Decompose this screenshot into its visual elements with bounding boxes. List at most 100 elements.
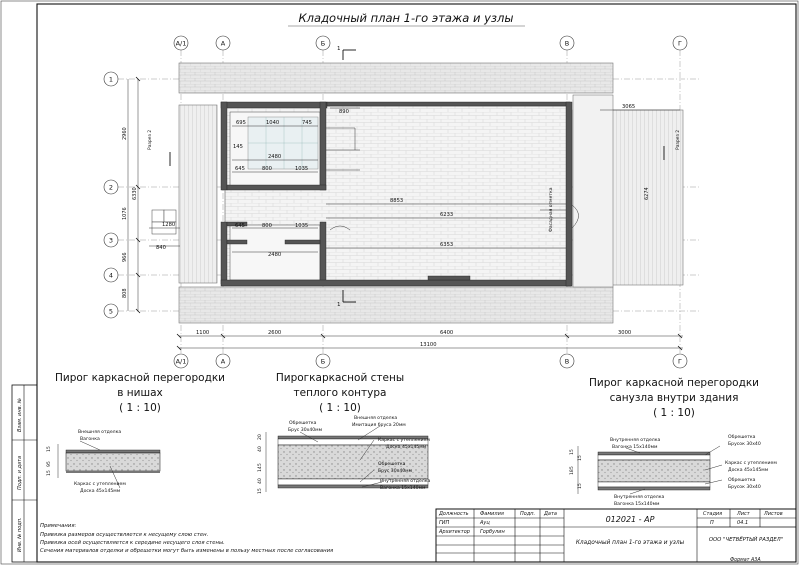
dim-1100: 1100 bbox=[196, 330, 209, 336]
node3-title-l2: санузла внутри здания bbox=[610, 392, 739, 404]
node3-callout-4-l2: Вагонка 15х140мм bbox=[614, 501, 660, 507]
notes-line-2: Сечения материалов отделки и обрешетки м… bbox=[40, 548, 334, 554]
node3-dim-2: 185 bbox=[569, 466, 575, 475]
axis-left-1: 1 bbox=[109, 76, 113, 84]
roof-band-bottom bbox=[178, 286, 614, 324]
left-margin-stamp: Взам. инв. № Подп. и дата Инв. № подп. bbox=[11, 384, 38, 563]
dim-145: 145 bbox=[233, 144, 243, 150]
stamp-col-head-2: Листов bbox=[763, 511, 783, 517]
stamp-stage: П bbox=[710, 520, 714, 526]
node1-dim-2: 15 bbox=[46, 470, 52, 476]
node3-layer-frame bbox=[597, 459, 711, 483]
stamp-format: Формат А3А bbox=[730, 557, 761, 563]
axis-left-2: 2 bbox=[109, 184, 113, 192]
notes-line-0: Привязка размеров осуществляется к несущ… bbox=[40, 532, 208, 538]
margin-label-0: Взам. инв. № bbox=[17, 398, 23, 432]
stamp-head-2: Подп. bbox=[520, 511, 535, 517]
axis-left-4: 4 bbox=[109, 272, 113, 280]
side-note-vertical: Фасадная отметка bbox=[548, 187, 554, 232]
sheet-title: Кладочный план 1-го этажа и узлы bbox=[299, 11, 514, 25]
node2-dim-1: 40 bbox=[257, 446, 263, 452]
axis-top-a: А bbox=[221, 40, 226, 48]
node1-layer-finish bbox=[65, 449, 161, 454]
axis-left-5: 5 bbox=[109, 308, 113, 316]
axis-bottom-a1: А/1 bbox=[176, 358, 187, 366]
room-lower bbox=[229, 224, 321, 281]
node2-callout-3-l2: Брус 30х40мм bbox=[378, 468, 413, 474]
node2-callout-3-l1: Обрешетка bbox=[378, 461, 406, 467]
dim-6400: 6400 bbox=[440, 330, 453, 336]
dim-1035a: 1035 bbox=[295, 166, 308, 172]
margin-label-2: Инв. № подп. bbox=[17, 517, 23, 552]
node3-callout-3-l1: Обрешетка bbox=[728, 477, 756, 483]
dim-890: 890 bbox=[339, 109, 349, 115]
dim-2960: 2960 bbox=[122, 127, 128, 140]
node3-callout-2-l2: Доска 45х145мм bbox=[728, 467, 769, 473]
stamp-sheet: 04.1 bbox=[737, 520, 748, 526]
notes: Примечания: Привязка размеров осуществля… bbox=[40, 523, 334, 554]
title-block: Должность Фамилия Подп. Дата ГИП Ауц Арх… bbox=[435, 508, 797, 563]
node3-callout-2-l1: Каркас с утеплением bbox=[725, 460, 777, 466]
node3-dim-0: 15 bbox=[569, 449, 575, 455]
node2-callout-2-l2: Доска 45х145мм bbox=[386, 444, 427, 450]
left-deck bbox=[178, 104, 218, 284]
node1-scale: ( 1 : 10) bbox=[119, 402, 161, 414]
node1-layer-frame bbox=[65, 452, 161, 472]
node2-layer-frame bbox=[277, 444, 429, 480]
node3-callout-0-l1: Обрешетка bbox=[728, 434, 756, 440]
dim-2480a: 2480 bbox=[268, 154, 281, 160]
node2-dim-3: 40 bbox=[257, 478, 263, 484]
axis-bubbles-left: 1 2 3 4 5 bbox=[103, 71, 119, 319]
node3-callout-0-l2: Брусок 30х40 bbox=[728, 441, 761, 447]
dim-8853: 8853 bbox=[390, 198, 403, 204]
dim-745: 745 bbox=[302, 120, 312, 126]
dim-645a: 645 bbox=[235, 166, 245, 172]
axis-bottom-b: Б bbox=[321, 358, 325, 366]
axis-left-3: 3 bbox=[109, 237, 113, 245]
axis-bottom-g: Г bbox=[678, 358, 682, 366]
node2-callout-4-l1: Внутренняя отделка bbox=[380, 478, 430, 484]
axis-bubbles-top: А/1 А Б В Г bbox=[173, 35, 688, 51]
dim-1040: 1040 bbox=[266, 120, 279, 126]
dim-6274: 6274 bbox=[644, 187, 650, 200]
dim-6353: 6353 bbox=[440, 242, 453, 248]
dim-966: 966 bbox=[122, 252, 128, 262]
dim-1035b: 1035 bbox=[295, 223, 308, 229]
node2-callout-4-l2: Вагонка 15х140мм bbox=[380, 485, 426, 491]
section-label-left: Разрез 2 bbox=[147, 130, 153, 150]
dim-3000: 3000 bbox=[618, 330, 631, 336]
dim-13100: 13100 bbox=[420, 342, 437, 348]
node1-callout-1-l1: Каркас с утеплением bbox=[74, 481, 126, 487]
node3-dim-1: 15 bbox=[577, 455, 583, 461]
node-2: Пирогкаркасной стены теплого контура ( 1… bbox=[257, 372, 430, 494]
axis-top-v: В bbox=[565, 40, 569, 48]
node2-callout-1-l1: Внешняя отделка bbox=[354, 415, 397, 421]
node2-title-l2: теплого контура bbox=[294, 387, 387, 399]
dim-3065: 3065 bbox=[622, 104, 635, 110]
dim-6330: 6330 bbox=[132, 187, 138, 200]
dim-1280: 1280 bbox=[162, 222, 175, 228]
dim-2600: 2600 bbox=[268, 330, 281, 336]
node2-dim-0: 20 bbox=[257, 434, 263, 440]
stamp-col-head-1: Лист bbox=[736, 511, 751, 517]
section-label-bottom: 1 bbox=[337, 302, 341, 308]
stamp-head-3: Дата bbox=[543, 511, 557, 517]
node3-title-l1: Пирог каркасной перегородки bbox=[589, 377, 759, 389]
roof-band-top bbox=[178, 62, 614, 94]
right-terrace-slab bbox=[572, 94, 614, 288]
stamp-head-1: Фамилия bbox=[480, 511, 504, 517]
node2-scale: ( 1 : 10) bbox=[319, 402, 361, 414]
notes-heading: Примечания: bbox=[40, 523, 77, 529]
section-label-top: 1 bbox=[337, 46, 341, 52]
node1-callout-0-l2: Вагонка bbox=[80, 436, 100, 442]
node3-callout-1-l1: Внутренняя отделка bbox=[610, 437, 660, 443]
stamp-row0-name: Ауц bbox=[479, 520, 490, 526]
stamp-head-0: Должность bbox=[438, 511, 469, 517]
stamp-doc-code: 012021 - АР bbox=[606, 515, 655, 524]
node1-dim-0: 15 bbox=[46, 446, 52, 452]
stamp-row1-role: Архитектор bbox=[438, 529, 470, 535]
node2-dim-4: 15 bbox=[257, 488, 263, 494]
node2-callout-1-l2: Имитация бруса 20мм bbox=[352, 422, 406, 428]
